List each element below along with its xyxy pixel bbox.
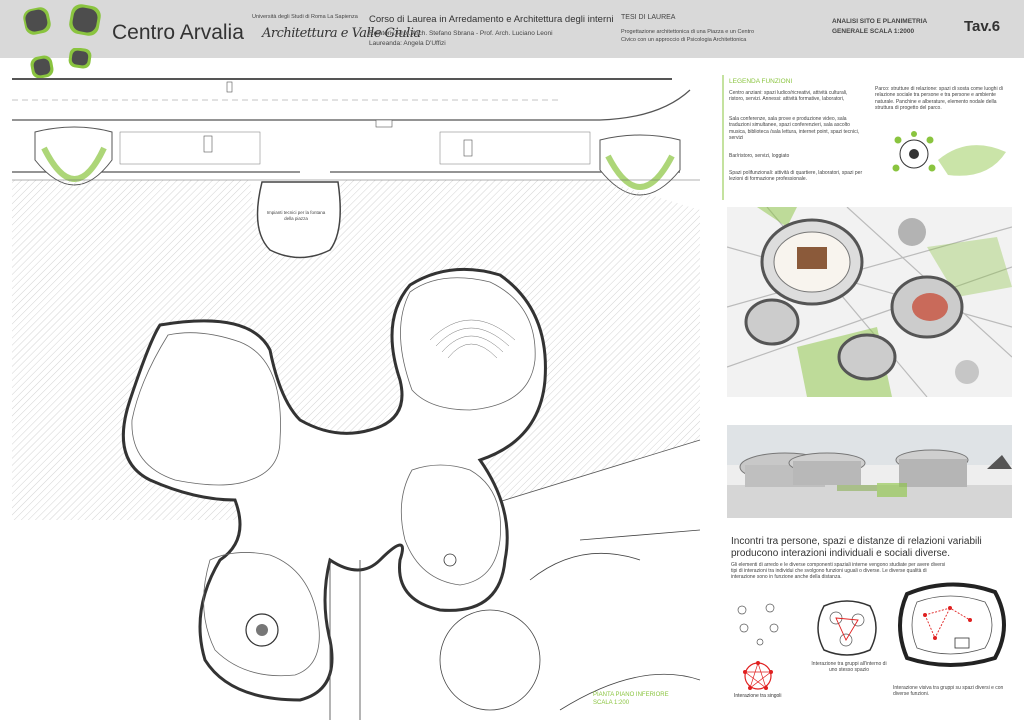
university-name: Università degli Studi di Roma La Sapien… (252, 14, 358, 20)
student-name: Laureanda: Angela D'Uffizi (369, 40, 446, 47)
section-explanation: Gli elementi di arredo e le diverse comp… (731, 562, 946, 581)
visual-interaction-diagram (898, 582, 1006, 667)
logo-tiles-icon (30, 48, 92, 79)
fountain-plant-note: Impianti tecnici per la fontana della pi… (266, 210, 326, 221)
caption-visiva: Interazione visiva tra gruppi su spazi d… (893, 685, 1004, 697)
board-title-line1: ANALISI SITO E PLANIMETRIA (832, 18, 928, 25)
caption-singoli: Interazione tra singoli (734, 693, 782, 699)
legend-title: LEGENDA FUNZIONI (729, 78, 793, 85)
plan-scale: SCALA 1:200 (593, 700, 630, 706)
aerial-render-image (727, 207, 1012, 397)
vertical-divider (722, 75, 724, 200)
section-heading-line1: Incontri tra persone, spazi e distanze d… (731, 536, 982, 547)
caption-gruppi: Interazione tra gruppi all'interno di un… (811, 661, 887, 673)
section-heading-line2: producono interazioni individuali e soci… (731, 548, 951, 559)
project-title: Centro Arvalia (112, 21, 244, 44)
thesis-subject-line1: Progettazione architettonica di una Piaz… (621, 29, 754, 35)
sheet-number: Tav.6 (964, 18, 1001, 35)
course-name: Corso di Laurea in Arredamento e Archite… (369, 14, 614, 25)
supervisors: Relatori : Prof. Arch. Stefano Sbrana - … (369, 30, 553, 37)
thesis-subject-line2: Civico con un approccio di Psicologia Ar… (621, 37, 747, 43)
legend-parco: Parco: strutture di relazione: spazi di … (875, 86, 1003, 111)
park-node-diagram (892, 131, 1006, 176)
perspective-render-image (727, 425, 1012, 518)
groups-diagram (817, 600, 877, 656)
thesis-label: TESI DI LAUREA (621, 14, 676, 21)
legend-item-bar-ristoro: Bar/ristoro, servizi, loggiato (729, 153, 790, 159)
site-plan-drawing (12, 78, 701, 720)
faculty-signature: Architettura e Valle Giulia (262, 26, 421, 41)
legend-item-spazi-polifunzionali: Spazi polifunzionali: attività di quarti… (729, 170, 863, 183)
header-band: Centro Arvalia Università degli Studi di… (0, 0, 1024, 58)
board-title-line2: GENERALE SCALA 1:2000 (832, 28, 915, 35)
legend-item-centro-anziani: Centro anziani: spazi ludico/ricreativi,… (729, 90, 848, 103)
individuals-diagram (737, 603, 779, 690)
legend-item-sala-conferenze: Sala conferenze, sala prove e produzione… (729, 116, 860, 141)
logo-mark-icon (23, 4, 101, 36)
plan-title: PIANTA PIANO INFERIORE (593, 692, 669, 698)
